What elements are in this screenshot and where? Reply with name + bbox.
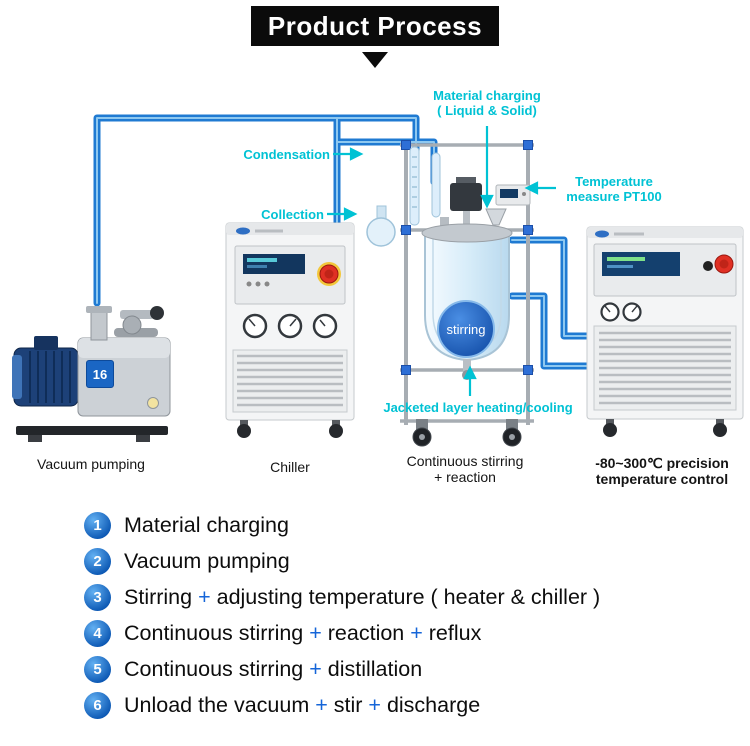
annotation-line: Jacketed layer heating/cooling: [383, 400, 573, 415]
label-text: -80~300℃ precision: [595, 455, 729, 471]
vacuum-pump-illustration: [12, 306, 171, 442]
step-segment: reaction: [321, 620, 411, 645]
label-text: + reaction: [434, 469, 496, 485]
page-title-text: Product Process: [267, 10, 483, 41]
annotation-line: Material charging: [433, 88, 541, 103]
collection-flask: [366, 205, 396, 247]
annotation-temperature-measure: Temperature measure PT100: [556, 174, 672, 204]
step-segment: distillation: [321, 656, 423, 681]
charging-funnel: [440, 208, 507, 230]
process-steps: 1 Material charging 2 Vacuum pumping 3 Stirri…: [84, 507, 600, 723]
step-plus: +: [368, 692, 381, 717]
collection-arrow-icon: [327, 207, 358, 221]
label-reactor: Continuous stirring + reaction: [390, 453, 540, 485]
step-number-badge: 6: [84, 691, 111, 719]
step-plus: +: [315, 692, 328, 717]
temp-logo: [595, 230, 609, 238]
condensation-arrow-icon: [333, 147, 364, 161]
page-title: Product Process: [251, 6, 499, 46]
step-row: 5 Continuous stirring + distillation: [84, 651, 600, 687]
step-segment: reflux: [422, 620, 482, 645]
step-row: 3 Stirring + adjusting temperature ( heat…: [84, 579, 600, 615]
step-plus: +: [309, 656, 322, 681]
annotation-line: Collection: [261, 207, 324, 222]
pump-inlet-valves: [86, 306, 164, 341]
temp-casters: [603, 419, 727, 437]
step-segment: Continuous stirring: [124, 620, 310, 645]
step-plus: +: [309, 620, 322, 645]
step-segment: adjusting temperature ( heater & chiller…: [210, 584, 601, 609]
stirring-badge-label: stirring: [446, 321, 486, 337]
step-row: 2 Vacuum pumping: [84, 543, 600, 579]
step-segment: Vacuum pumping: [124, 548, 290, 573]
annotation-line: ( Liquid & Solid): [437, 103, 537, 118]
step-text: Unload the vacuum + stir + discharge: [124, 693, 480, 718]
step-row: 4 Continuous stirring + reaction + reflux: [84, 615, 600, 651]
step-segment: discharge: [380, 692, 481, 717]
down-arrow-icon: [362, 52, 388, 68]
temperature-control-illustration: [586, 226, 744, 437]
step-row: 6 Unload the vacuum + stir + discharge: [84, 687, 600, 723]
label-chiller: Chiller: [226, 459, 354, 475]
label-text: Chiller: [270, 459, 310, 475]
step-text: Material charging: [124, 513, 289, 538]
step-number-badge: 3: [84, 583, 111, 611]
step-row: 1 Material charging: [84, 507, 600, 543]
label-temperature-control: -80~300℃ precision temperature control: [578, 455, 746, 487]
label-text: Continuous stirring: [406, 453, 524, 469]
annotation-material-charging: Material charging ( Liquid & Solid): [397, 88, 577, 118]
annotation-condensation: Condensation: [230, 147, 330, 162]
pump-model-number: 16: [92, 366, 108, 382]
pump-model-badge: 16: [86, 360, 114, 388]
annotation-line: Condensation: [243, 147, 330, 162]
pump-motor: [12, 336, 79, 407]
pump-base: [16, 426, 168, 442]
step-segment: Stirring: [124, 584, 199, 609]
stirring-badge: stirring: [437, 300, 495, 358]
step-text: Continuous stirring + reaction + reflux: [124, 621, 481, 646]
step-text: Vacuum pumping: [124, 549, 290, 574]
annotation-jacketed-layer: Jacketed layer heating/cooling: [368, 400, 588, 415]
annotation-line: measure PT100: [566, 189, 662, 204]
step-segment: stir: [327, 692, 369, 717]
condenser-columns: [409, 146, 441, 226]
step-number-badge: 4: [84, 619, 111, 647]
step-segment: Unload the vacuum: [124, 692, 316, 717]
chiller-casters: [237, 420, 343, 438]
chiller-gauges: [242, 313, 338, 339]
reactor-casters: [412, 419, 522, 447]
step-segment: Material charging: [124, 512, 289, 537]
chiller-grille: [232, 349, 348, 413]
step-number-badge: 1: [84, 511, 111, 539]
label-text: temperature control: [595, 471, 729, 487]
label-text: Vacuum pumping: [37, 456, 145, 472]
step-number-badge: 5: [84, 655, 111, 683]
annotation-line: Temperature: [575, 174, 653, 189]
step-plus: +: [198, 584, 211, 609]
stirrer-motor: [450, 177, 482, 225]
chiller-control-panel: [234, 245, 346, 305]
step-number-badge: 2: [84, 547, 111, 575]
label-vacuum-pumping: Vacuum pumping: [10, 456, 172, 472]
reactor-controller: [495, 184, 531, 206]
chiller-logo: [236, 227, 250, 235]
step-text: Stirring + adjusting temperature ( heate…: [124, 585, 600, 610]
step-plus: +: [410, 620, 423, 645]
temp-gauges: [600, 302, 642, 322]
step-segment: Continuous stirring: [124, 656, 310, 681]
temp-grille: [593, 325, 737, 411]
chiller-illustration: [225, 222, 355, 438]
step-text: Continuous stirring + distillation: [124, 657, 422, 682]
temp-control-panel: [593, 243, 737, 297]
annotation-collection: Collection: [248, 207, 324, 222]
